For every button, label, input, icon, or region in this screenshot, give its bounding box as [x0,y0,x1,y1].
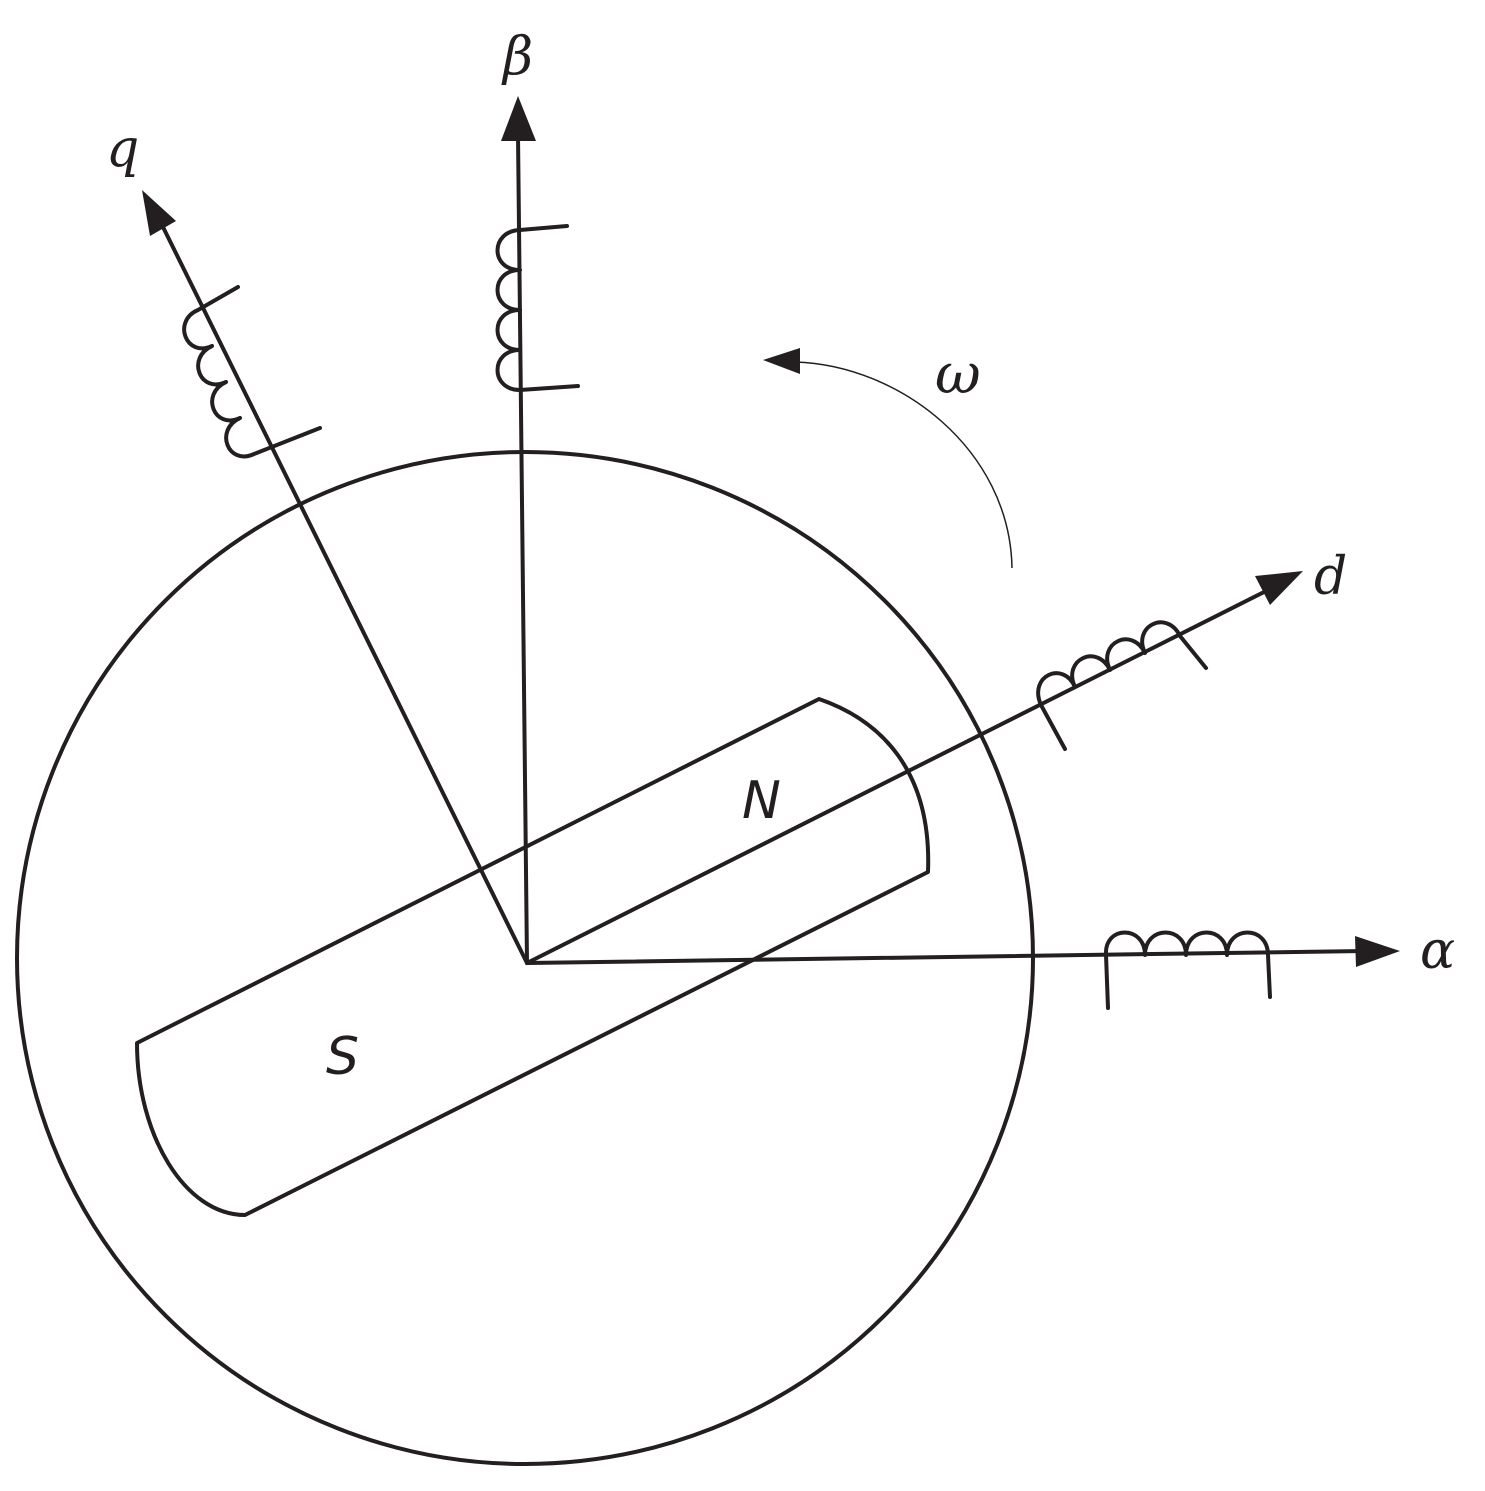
beta-arrowhead [501,96,536,141]
q-arrowhead [142,190,176,236]
q-winding-coil [182,285,322,459]
omega-label: ω [935,342,981,407]
d-winding-coil [1036,620,1208,751]
beta-axis [516,133,529,965]
q-axis-label: q [106,119,139,179]
alpha-axis [525,949,1367,965]
beta-axis-label: β [501,27,533,87]
rotation-arrowhead [763,348,800,374]
south-pole-label: S [326,1027,359,1087]
beta-winding-coil [495,224,580,392]
alpha-axis-label: α [1420,921,1455,981]
alpha-arrowhead [1355,936,1400,967]
rotation-arc [794,361,1013,569]
q-axis [160,223,529,965]
north-pole-label: N [742,771,781,831]
d-axis [525,586,1274,965]
d-axis-label: d [1314,547,1347,607]
alpha-winding-coil [1103,930,1272,1010]
stator-circle [15,450,1035,1466]
d-arrowhead [1255,571,1303,605]
rotor-magnet [135,697,931,1217]
